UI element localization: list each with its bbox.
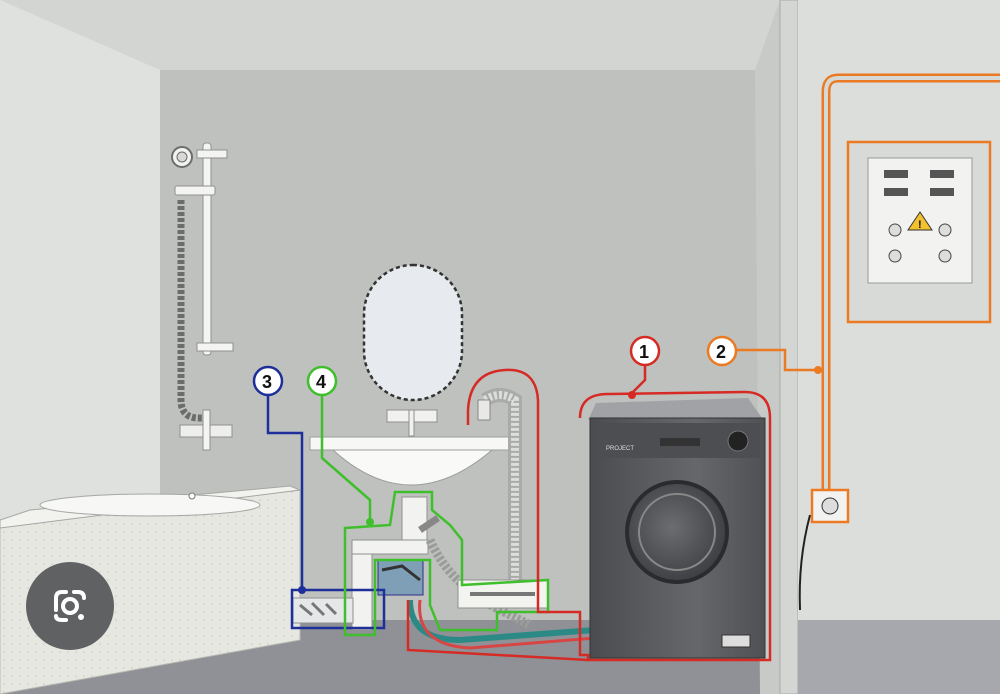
washing-machine: PROJECT — [588, 398, 766, 659]
partition-front — [779, 0, 799, 694]
sink — [309, 436, 516, 486]
washer-brand-label: PROJECT — [606, 446, 634, 452]
callout-label-4: 4 — [316, 372, 326, 392]
electrical-cable — [798, 73, 1000, 611]
washer-drain-hose — [477, 388, 522, 600]
callout-badge-4: 4 — [306, 365, 338, 397]
callout-badge-1: 1 — [629, 335, 661, 367]
left-wall — [0, 0, 160, 530]
supply-hoses — [407, 579, 596, 650]
callout-1-group — [406, 365, 772, 662]
callout-3-group — [266, 394, 386, 630]
google-lens-button[interactable] — [26, 562, 114, 650]
ceiling — [0, 0, 780, 70]
callout-label-2: 2 — [716, 342, 726, 362]
callout-label-1: 1 — [639, 342, 649, 362]
google-lens-icon — [54, 590, 86, 622]
callout-2-group — [737, 348, 822, 374]
callout-badge-3: 3 — [252, 365, 284, 397]
mirror — [362, 263, 464, 437]
shower-set — [171, 142, 234, 451]
warning-symbol: ! — [918, 219, 922, 231]
electrical-panel: ! — [846, 140, 992, 324]
right-room-floor — [798, 620, 1000, 694]
callout-badge-2: 2 — [706, 335, 738, 367]
callout-label-3: 3 — [262, 372, 272, 392]
right-room-wall — [798, 0, 1000, 694]
